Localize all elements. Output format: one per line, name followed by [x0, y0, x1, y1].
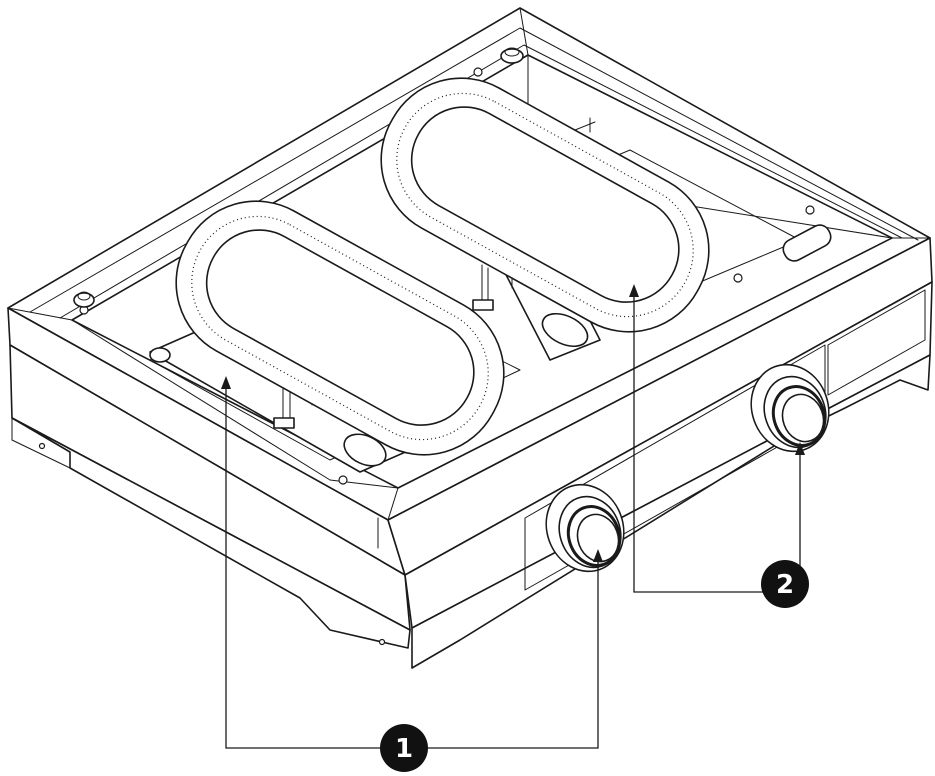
screw-icon — [378, 638, 386, 646]
arrow-head-icon — [629, 284, 639, 297]
burner-right — [380, 77, 710, 333]
callout-1-badge — [380, 724, 428, 772]
callout-1: 1 — [221, 376, 603, 772]
corner-knob-left — [73, 291, 95, 308]
burner-left — [175, 200, 505, 456]
screw-icon — [338, 475, 348, 485]
screw-icon — [733, 273, 743, 283]
callout-1-number: 1 — [395, 734, 413, 764]
callout-2: 2 — [629, 284, 809, 608]
front-right-base — [411, 354, 931, 669]
callout-2-badge — [761, 560, 809, 608]
screw-icon — [38, 442, 46, 450]
callout-2-leader — [633, 290, 801, 593]
control-knob-left — [545, 483, 625, 573]
screw-icon — [805, 205, 815, 215]
arrow-head-icon — [221, 376, 231, 389]
rim-bevel-left — [29, 27, 919, 313]
front-left-base — [11, 417, 411, 649]
control-knob-right — [750, 363, 830, 453]
callout-2-number: 2 — [776, 570, 794, 600]
arrow-head-icon — [795, 442, 805, 455]
control-recess-right — [827, 289, 926, 396]
corner-knob-back — [500, 47, 524, 64]
drain-slot — [782, 224, 832, 262]
screw-icon — [473, 67, 483, 77]
arrow-head-icon — [593, 549, 603, 562]
